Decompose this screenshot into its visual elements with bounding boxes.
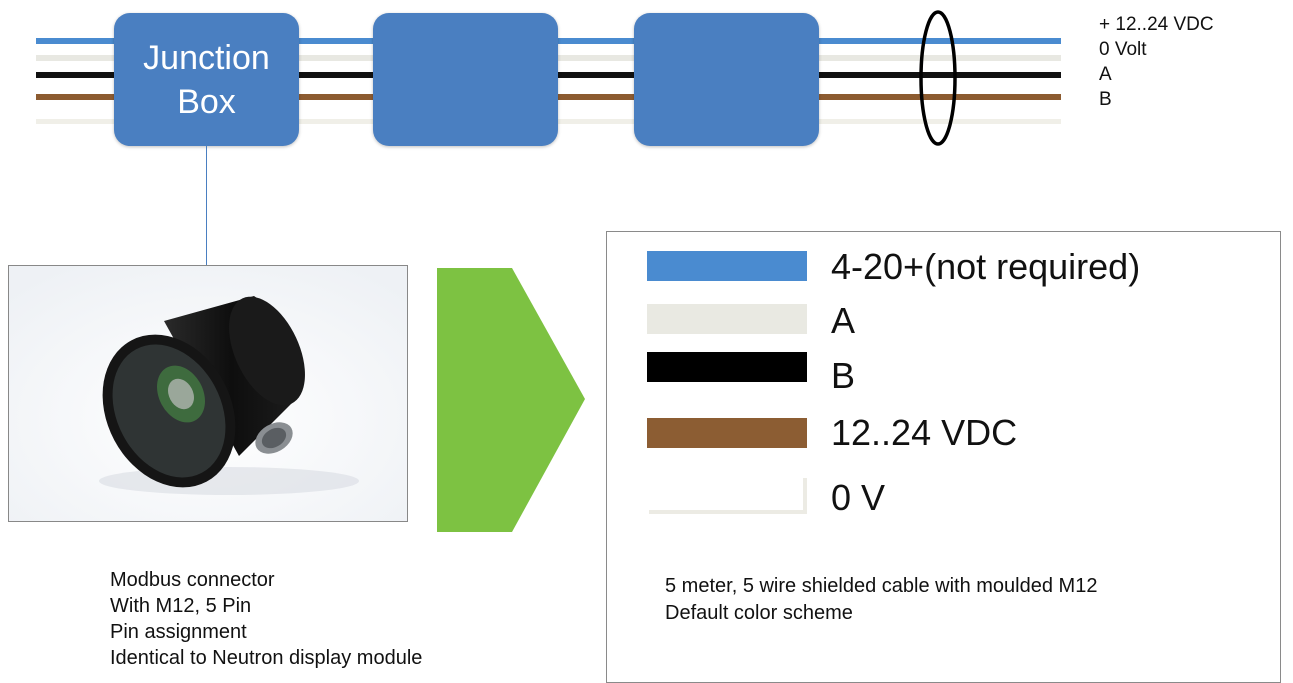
legend-swatch-blue xyxy=(647,251,807,281)
legend-label-4-20: 4-20+(not required) xyxy=(831,246,1141,287)
bus-label-b: B xyxy=(1099,89,1112,110)
connector-photo xyxy=(8,265,408,522)
legend-label-a: A xyxy=(831,300,856,341)
junction-box-title-line2: Box xyxy=(177,82,236,121)
bus-label-zero-volt: 0 Volt xyxy=(1099,39,1147,60)
connector-caption-line1: Modbus connector xyxy=(110,569,275,591)
legend-caption-line1: 5 meter, 5 wire shielded cable with moul… xyxy=(665,575,1098,597)
junction-box: Junction Box xyxy=(114,13,299,146)
drop-line xyxy=(206,146,207,266)
bus-label-a: A xyxy=(1099,64,1112,85)
color-legend-panel: 4-20+(not required) A B 12..24 VDC 0 V 5… xyxy=(606,231,1281,683)
bus-wire-labels: + 12..24 VDC 0 Volt A B xyxy=(1099,12,1214,112)
connector-caption-line4: Identical to Neutron display module xyxy=(110,647,423,669)
device-box-3 xyxy=(634,13,819,146)
connector-caption-line3: Pin assignment xyxy=(110,621,247,643)
legend-caption-line2: Default color scheme xyxy=(665,602,853,624)
bus-label-supply: + 12..24 VDC xyxy=(1099,14,1214,35)
legend-swatch-white xyxy=(647,304,807,334)
cable-shield-ellipse xyxy=(919,10,957,146)
legend-label-supply: 12..24 VDC xyxy=(831,412,1018,453)
legend-swatch-black xyxy=(647,352,807,382)
device-box-2 xyxy=(373,13,558,146)
connector-illustration xyxy=(9,266,407,521)
legend-label-0v: 0 V xyxy=(831,477,886,518)
junction-box-title-line1: Junction xyxy=(143,38,270,77)
arrow-right-icon xyxy=(437,268,585,532)
legend-label-b: B xyxy=(831,355,856,396)
legend-swatch-brown xyxy=(647,418,807,448)
connector-caption-line2: With M12, 5 Pin xyxy=(110,595,252,617)
legend-swatch-offwhite xyxy=(649,478,807,514)
